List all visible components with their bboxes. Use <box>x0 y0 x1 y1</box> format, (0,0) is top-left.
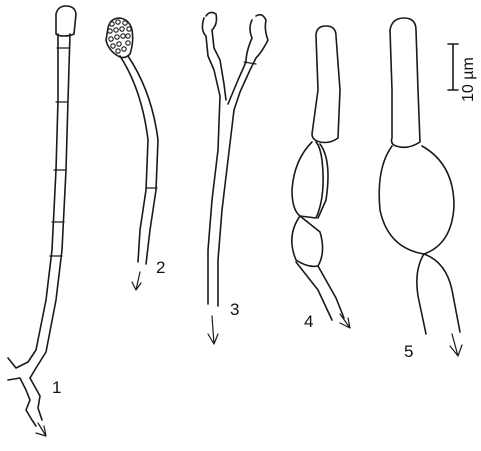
hypha-5 <box>379 18 462 356</box>
hypha-4 <box>292 26 350 328</box>
label-hypha-5: 5 <box>404 342 413 362</box>
scale-label: 10 µm <box>460 57 478 102</box>
label-hypha-1: 1 <box>52 378 61 398</box>
hypha-2-warts <box>108 20 131 53</box>
label-hypha-2: 2 <box>156 258 165 278</box>
hypha-3 <box>202 12 268 344</box>
hypha-2 <box>106 18 158 290</box>
hypha-1 <box>8 6 76 436</box>
scale-bar <box>448 44 458 90</box>
label-hypha-3: 3 <box>230 300 239 320</box>
label-hypha-4: 4 <box>304 312 313 332</box>
